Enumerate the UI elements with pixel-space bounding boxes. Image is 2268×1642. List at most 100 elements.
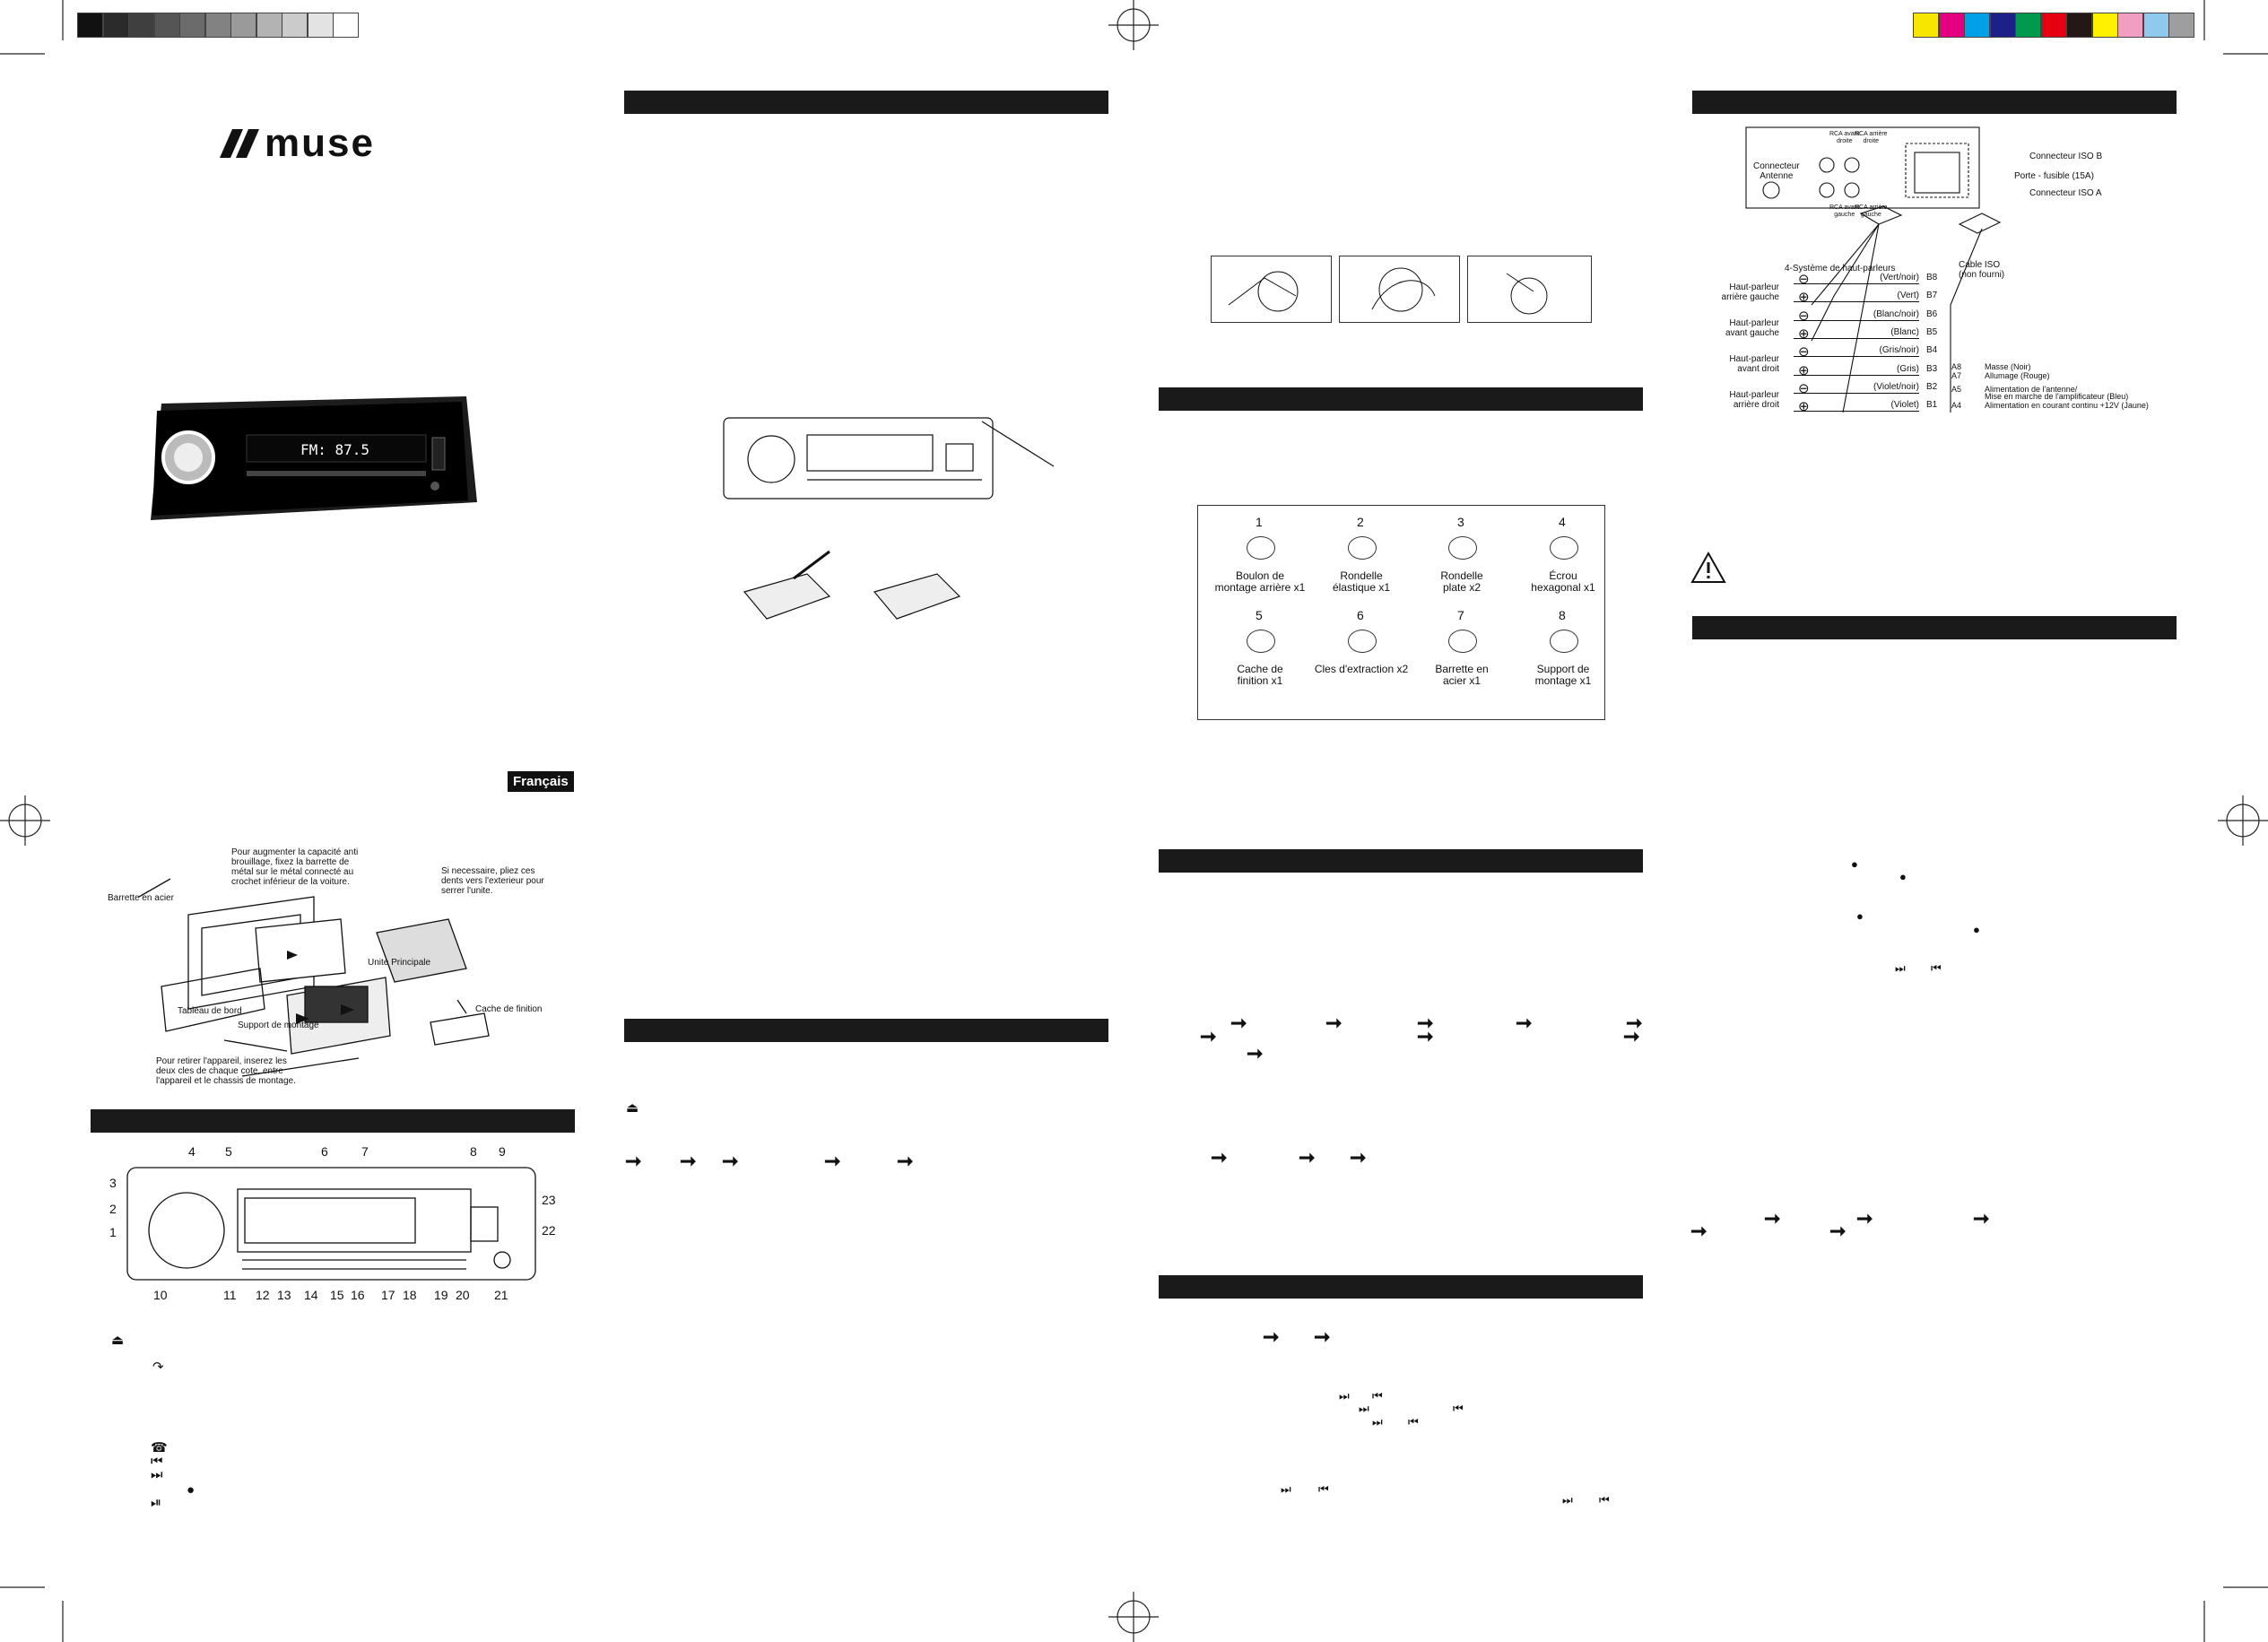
accessory-icon bbox=[1448, 630, 1477, 653]
panel-number: 9 bbox=[499, 1144, 506, 1159]
accessory-number: 7 bbox=[1457, 608, 1464, 622]
section-header-bar bbox=[1159, 387, 1643, 411]
panel-number: 16 bbox=[351, 1288, 365, 1302]
speaker-label: Haut-parleur arrière droit bbox=[1729, 390, 1779, 410]
wire-desc: Masse (Noir) bbox=[1985, 362, 2031, 371]
panel-number: 13 bbox=[277, 1288, 291, 1302]
accessory-label: Cache de finition x1 bbox=[1237, 663, 1283, 687]
gray-swatch bbox=[102, 13, 129, 38]
color-swatch bbox=[2142, 13, 2169, 38]
wire-color: (Vert/noir) bbox=[1880, 273, 1919, 282]
unit-faceplate-diagram bbox=[722, 413, 1063, 502]
accessory-icon bbox=[1550, 630, 1578, 653]
section-header-bar bbox=[91, 1109, 575, 1133]
wire-desc: Alimentation de l'antenne/ Mise en march… bbox=[1985, 385, 2129, 401]
arrow-icon: ➞ bbox=[1764, 1207, 1781, 1229]
panel-number: 3 bbox=[109, 1176, 117, 1190]
accessory-label: Barrette en acier x1 bbox=[1435, 663, 1489, 687]
speaker-label: Haut-parleur arrière gauche bbox=[1721, 282, 1779, 302]
section-header-bar bbox=[624, 1019, 1108, 1042]
wire-pin: B4 bbox=[1926, 345, 1938, 356]
rca-rear-left: RCA arrière gauche bbox=[1855, 204, 1888, 218]
plus-icon: ⊕ bbox=[1798, 290, 1810, 306]
arrow-icon: ➞ bbox=[1417, 1025, 1434, 1047]
prev-icon: ⏮ bbox=[151, 1454, 163, 1469]
accessory-label: Rondelle élastique x1 bbox=[1332, 569, 1391, 594]
brand-text: muse bbox=[265, 121, 375, 165]
wire-pin: B1 bbox=[1926, 400, 1938, 411]
arrow-icon: ➞ bbox=[1516, 1012, 1533, 1034]
wire-line bbox=[1794, 392, 1919, 394]
arrow-icon: ➞ bbox=[1200, 1025, 1217, 1047]
accessory-number: 4 bbox=[1559, 515, 1566, 529]
arrow-icon: ➞ bbox=[1230, 1012, 1247, 1034]
wire-line bbox=[1794, 301, 1919, 303]
panel-number: 18 bbox=[403, 1288, 417, 1302]
arrow-icon: ➞ bbox=[1626, 1012, 1643, 1034]
panel-number: 10 bbox=[153, 1288, 168, 1302]
note-anti-interference: Pour augmenter la capacité anti brouilla… bbox=[231, 847, 359, 887]
color-swatch bbox=[2117, 13, 2143, 38]
wire-color: (Vert) bbox=[1897, 291, 1919, 301]
accessory-number: 6 bbox=[1357, 608, 1364, 622]
eject-icon: ⏏ bbox=[626, 1100, 639, 1116]
phone-icon: ↷ bbox=[152, 1360, 164, 1375]
color-swatch bbox=[1913, 13, 1939, 38]
wire-color: (Gris) bbox=[1897, 363, 1919, 374]
panel-number: 8 bbox=[470, 1144, 477, 1159]
note-removal: Pour retirer l'appareil, inserez les deu… bbox=[156, 1056, 296, 1086]
panel-number: 19 bbox=[434, 1288, 448, 1302]
prev-icon: ⏮ bbox=[1453, 1402, 1464, 1415]
wire-desc: Alimentation en courant continu +12V (Ja… bbox=[1985, 401, 2149, 410]
arrow-icon: ➞ bbox=[1690, 1220, 1708, 1242]
panel-number: 21 bbox=[494, 1288, 508, 1302]
wire-pin: A8 bbox=[1951, 362, 1962, 371]
wire-line bbox=[1794, 374, 1919, 376]
arrow-icon: ➞ bbox=[1211, 1146, 1228, 1169]
panel-number: 15 bbox=[330, 1288, 344, 1302]
label-mounting-support: Support de montage bbox=[238, 1021, 319, 1030]
accessory-icon bbox=[1448, 536, 1477, 560]
arrow-icon: ➞ bbox=[897, 1150, 914, 1172]
rca-rear-right: RCA arrière droite bbox=[1855, 131, 1888, 144]
gray-swatch bbox=[128, 13, 154, 38]
panel-number: 20 bbox=[456, 1288, 470, 1302]
rca-front-left: RCA avant gauche bbox=[1829, 204, 1860, 218]
accessory-label: Support de montage x1 bbox=[1534, 663, 1592, 687]
label-steel-bar: Barrette en acier bbox=[108, 893, 174, 903]
wire-line bbox=[1794, 356, 1919, 358]
next-icon: ⏭ bbox=[1372, 1415, 1383, 1429]
minus-icon: ⊖ bbox=[1798, 380, 1810, 396]
arrow-icon: ➞ bbox=[680, 1150, 697, 1172]
arrow-icon: ➞ bbox=[1417, 1012, 1434, 1034]
label-iso-cable: Cable ISO (non fourni) bbox=[1959, 260, 2005, 280]
panel-number: 22 bbox=[542, 1223, 556, 1238]
color-swatch bbox=[2015, 13, 2041, 38]
section-header-bar bbox=[1692, 91, 2177, 114]
prev-icon: ⏮ bbox=[1372, 1389, 1383, 1403]
prev-icon: ⏮ bbox=[1931, 961, 1942, 975]
panel-number: 17 bbox=[381, 1288, 395, 1302]
accessory-label: Cles d'extraction x2 bbox=[1314, 663, 1409, 675]
wire-pin: A7 bbox=[1951, 371, 1962, 380]
panel-number: 14 bbox=[304, 1288, 318, 1302]
wire-pin: B7 bbox=[1926, 291, 1938, 301]
accessory-label: Rondelle plate x2 bbox=[1440, 569, 1483, 594]
arrow-icon: ➞ bbox=[824, 1150, 841, 1172]
label-fuse: Porte - fusible (15A) bbox=[2014, 171, 2094, 181]
product-image: FM: 87.5 bbox=[143, 395, 480, 525]
color-swatch bbox=[2091, 13, 2118, 38]
language-badge: Français bbox=[508, 771, 574, 792]
accessory-icon bbox=[1348, 630, 1377, 653]
color-swatch bbox=[2040, 13, 2067, 38]
accessory-number: 2 bbox=[1357, 515, 1364, 529]
wire-line bbox=[1794, 337, 1919, 339]
panel-number: 23 bbox=[542, 1193, 556, 1207]
dot-icon: ● bbox=[1899, 870, 1907, 883]
minus-icon: ⊖ bbox=[1798, 344, 1810, 361]
note-bend-teeth: Si necessaire, pliez ces dents vers l'ex… bbox=[441, 866, 544, 896]
arrow-icon: ➞ bbox=[1829, 1220, 1847, 1242]
panel-number: 11 bbox=[223, 1288, 237, 1302]
wiring-diagram bbox=[1744, 126, 2175, 421]
